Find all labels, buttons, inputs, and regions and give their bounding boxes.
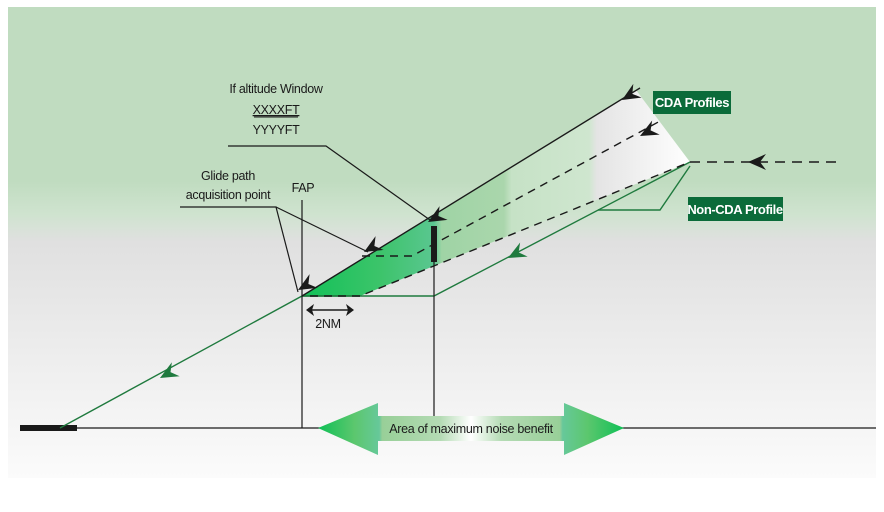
arrowhead-icon [298, 274, 318, 290]
non-cda-tag-leader [598, 165, 691, 211]
non-cda-profile-path [59, 161, 691, 429]
distance-double-arrow-icon [306, 304, 354, 316]
arrowhead-icon [622, 83, 642, 100]
green-arrowhead-icon [508, 242, 528, 258]
glide-path-leader-2 [275, 206, 369, 253]
altitude-upper-limit: XXXXFT [253, 103, 300, 117]
arrowhead-icon [748, 154, 766, 170]
cda-middle-profile [362, 119, 663, 257]
cda-profiles-wedge [302, 90, 690, 296]
arrowhead-icon [428, 206, 448, 222]
altitude-window-heading: If altitude Window [229, 82, 324, 96]
glide-path-label-line2: acquisition point [186, 188, 271, 202]
non-cda-profile-tag-text: Non-CDA Profile [687, 202, 783, 217]
cda-lower-profile [310, 161, 691, 297]
glide-path-label-line1: Glide path [201, 169, 255, 183]
altitude-window-leader [228, 145, 431, 221]
runway [20, 425, 77, 431]
arrowhead-icon [364, 236, 384, 252]
distance-label: 2NM [315, 317, 341, 331]
noise-benefit-label: Area of maximum noise benefit [389, 422, 553, 436]
cda-profiles-tag [653, 91, 731, 114]
green-arrowhead-icon [160, 362, 180, 378]
altitude-window-bar [431, 226, 437, 262]
cda-upper-profile [301, 87, 641, 297]
arrowhead-icon [640, 120, 660, 136]
cda-profiles-tag-text: CDA Profiles [655, 95, 729, 110]
noise-benefit-double-arrow [318, 403, 624, 455]
non-cda-profile-tag [688, 197, 783, 221]
altitude-lower-limit: YYYYFT [253, 123, 300, 137]
fap-label: FAP [292, 181, 315, 195]
